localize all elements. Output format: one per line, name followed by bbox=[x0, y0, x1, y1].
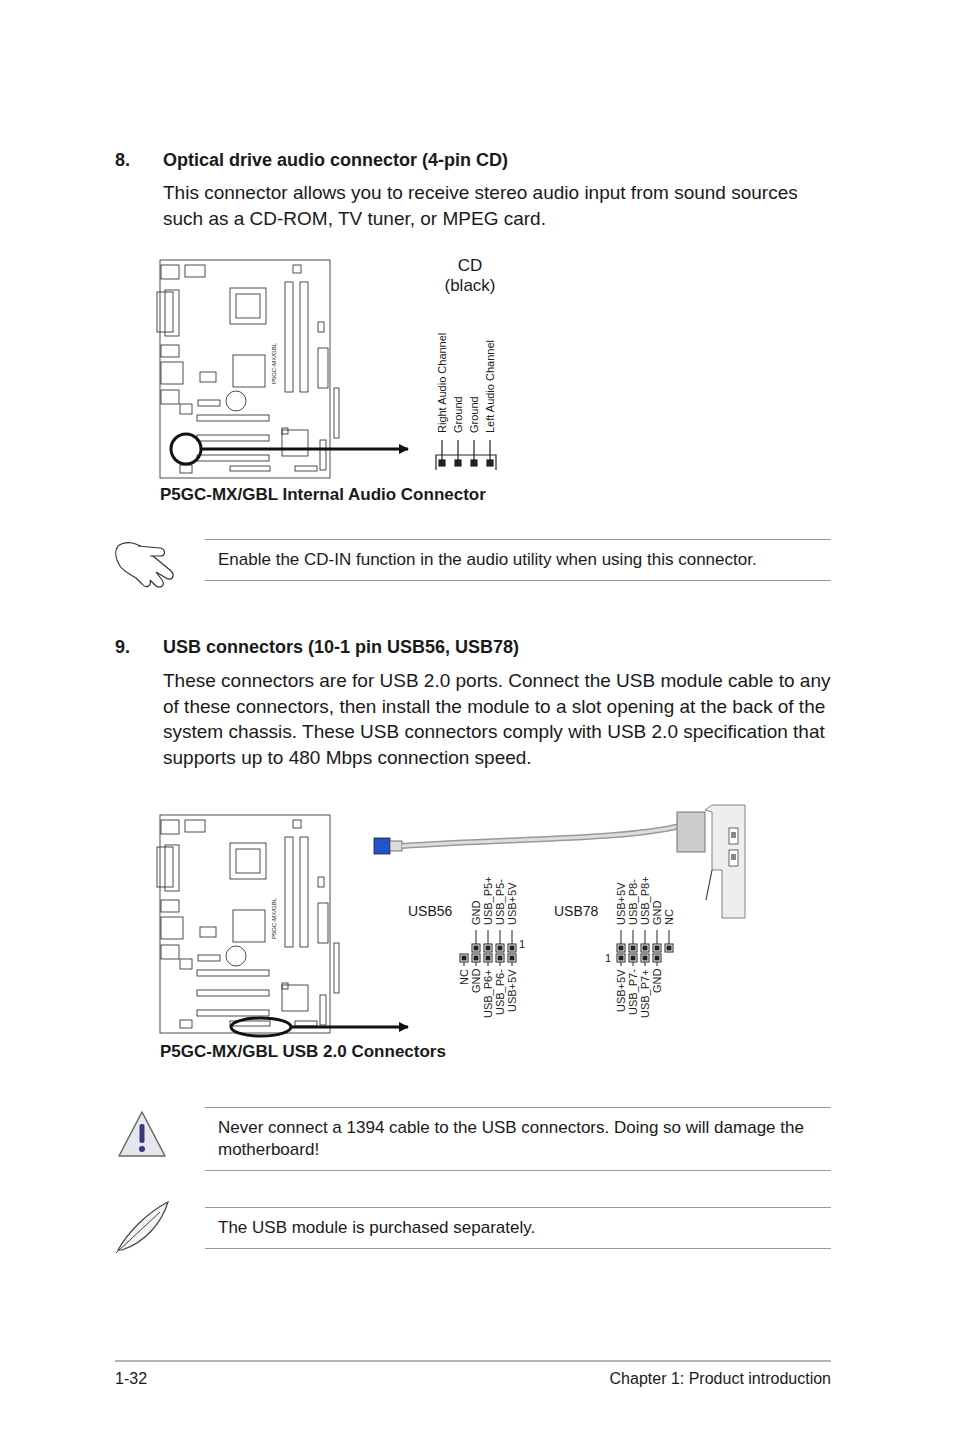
board-silkscreen: P5GC-MX/GBL bbox=[271, 343, 277, 384]
section-number: 9. bbox=[115, 637, 130, 659]
hand-icon bbox=[116, 543, 173, 587]
usb-header bbox=[460, 930, 516, 966]
body-text: This connector allows you to receive ste… bbox=[163, 180, 833, 231]
pin-one-marker: 1 bbox=[605, 952, 611, 965]
warning-icon bbox=[119, 1112, 165, 1156]
note-text: Never connect a 1394 cable to the USB co… bbox=[218, 1117, 827, 1161]
highlight-ellipse bbox=[231, 1018, 291, 1036]
pin-name: Ground bbox=[453, 396, 464, 433]
pin-name: USB_P6+ bbox=[483, 969, 494, 1018]
pin-name: USB+5V bbox=[616, 883, 627, 926]
footer-rule bbox=[115, 1360, 831, 1362]
note-band: Never connect a 1394 cable to the USB co… bbox=[205, 1107, 831, 1171]
pin-name: USB+5V bbox=[616, 969, 627, 1012]
note-text: Enable the CD-IN function in the audio u… bbox=[218, 549, 827, 571]
note-text: The USB module is purchased separately. bbox=[218, 1217, 827, 1239]
pin-name: GND bbox=[471, 901, 482, 925]
body-text: These connectors are for USB 2.0 ports. … bbox=[163, 668, 833, 770]
pin-name: USB_P6- bbox=[495, 969, 506, 1015]
section-number: 8. bbox=[115, 150, 130, 172]
pin-name: USB_P8+ bbox=[640, 876, 651, 925]
feather-icon bbox=[116, 1202, 168, 1253]
usb-header bbox=[617, 930, 673, 966]
pointer-arrow bbox=[201, 448, 408, 451]
header-name: USB56 bbox=[408, 903, 452, 920]
highlight-circle bbox=[171, 434, 201, 464]
connector-name: CD (black) bbox=[434, 256, 506, 297]
section-title: Optical drive audio connector (4-pin CD) bbox=[163, 150, 508, 172]
pin-name: GND bbox=[652, 901, 663, 925]
note-band: The USB module is purchased separately. bbox=[205, 1207, 831, 1249]
pin-name: USB_P8- bbox=[628, 879, 639, 925]
pin-name: USB+5V bbox=[507, 969, 518, 1012]
board-silkscreen: P5GC-MX/GBL bbox=[271, 898, 277, 939]
pin-name: USB_P7+ bbox=[640, 969, 651, 1018]
pin-name: NC bbox=[459, 969, 470, 985]
pin-name: USB_P5- bbox=[495, 879, 506, 925]
chapter-name: Chapter 1: Product introduction bbox=[591, 1369, 831, 1388]
header-name: USB78 bbox=[554, 903, 598, 920]
pin-name: Left Audio Channel bbox=[485, 340, 496, 433]
pin-name: USB_P5+ bbox=[483, 876, 494, 925]
cd-connector bbox=[436, 440, 496, 470]
motherboard-outline bbox=[157, 260, 339, 478]
pin-name: NC bbox=[664, 909, 675, 925]
pin-name: USB+5V bbox=[507, 883, 518, 926]
note-band: Enable the CD-IN function in the audio u… bbox=[205, 539, 831, 581]
pointer-arrow bbox=[292, 1026, 408, 1029]
figure-caption: P5GC-MX/GBL USB 2.0 Connectors bbox=[160, 1042, 446, 1062]
figure-caption: P5GC-MX/GBL Internal Audio Connector bbox=[160, 485, 486, 505]
pin-one-marker: 1 bbox=[519, 938, 525, 951]
pin-name: USB_P7- bbox=[628, 969, 639, 1015]
pin-name: GND bbox=[652, 969, 663, 993]
motherboard-outline bbox=[157, 815, 339, 1033]
pin-name: Ground bbox=[469, 396, 480, 433]
section-title: USB connectors (10-1 pin USB56, USB78) bbox=[163, 637, 519, 659]
pin-name: GND bbox=[471, 969, 482, 993]
usb-module bbox=[374, 805, 745, 918]
page-number: 1-32 bbox=[115, 1369, 147, 1388]
pin-name: Right Audio Channel bbox=[437, 333, 448, 433]
